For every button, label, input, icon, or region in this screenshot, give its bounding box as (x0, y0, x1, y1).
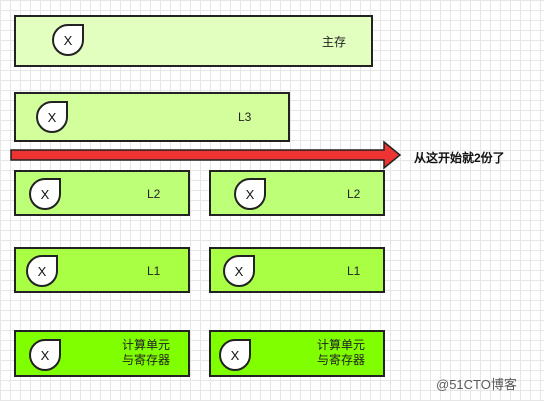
data-x-drop: X (223, 255, 255, 287)
core2-l2-box: X L2 (209, 170, 385, 216)
compute-unit-label: 计算单元 与寄存器 (122, 338, 170, 368)
watermark: @51CTO博客 (436, 377, 517, 392)
data-x-drop: X (36, 101, 68, 133)
compute-unit-label: 计算单元 与寄存器 (317, 338, 365, 368)
split-arrow-note: 从这开始就2份了 (414, 151, 505, 165)
l3-label: L3 (238, 110, 252, 124)
core2-l1-box: X L1 (209, 247, 385, 293)
data-x-label: X (37, 263, 47, 279)
compute-unit-label-line2: 与寄存器 (122, 353, 171, 367)
data-x-drop: X (234, 178, 266, 210)
data-x-label: X (245, 186, 255, 202)
core1-compute-unit-box: X 计算单元 与寄存器 (14, 330, 190, 377)
data-x-label: X (40, 347, 50, 363)
compute-unit-label-line1: 计算单元 (122, 338, 171, 352)
data-x-label: X (40, 186, 50, 202)
data-x-label: X (234, 263, 244, 279)
compute-unit-label-line2: 与寄存器 (317, 353, 366, 367)
data-x-drop: X (219, 339, 251, 371)
main-memory-box: X 主存 (14, 15, 373, 67)
core1-l2-box: X L2 (14, 170, 190, 216)
data-x-drop: X (29, 178, 61, 210)
split-arrow-shape (10, 140, 402, 170)
data-x-label: X (230, 347, 240, 363)
compute-unit-label-line1: 计算单元 (317, 338, 366, 352)
data-x-label: X (47, 109, 57, 125)
data-x-drop: X (29, 339, 61, 371)
data-x-drop: X (52, 24, 84, 56)
core2-compute-unit-box: X 计算单元 与寄存器 (209, 330, 385, 377)
l1-label: L1 (347, 264, 361, 278)
data-x-label: X (63, 32, 73, 48)
core1-l1-box: X L1 (14, 247, 190, 293)
l1-label: L1 (147, 264, 161, 278)
main-memory-label: 主存 (322, 35, 347, 49)
l2-label: L2 (347, 187, 361, 201)
l3-cache-box: X L3 (14, 92, 290, 142)
data-x-drop: X (26, 255, 58, 287)
l2-label: L2 (147, 187, 161, 201)
